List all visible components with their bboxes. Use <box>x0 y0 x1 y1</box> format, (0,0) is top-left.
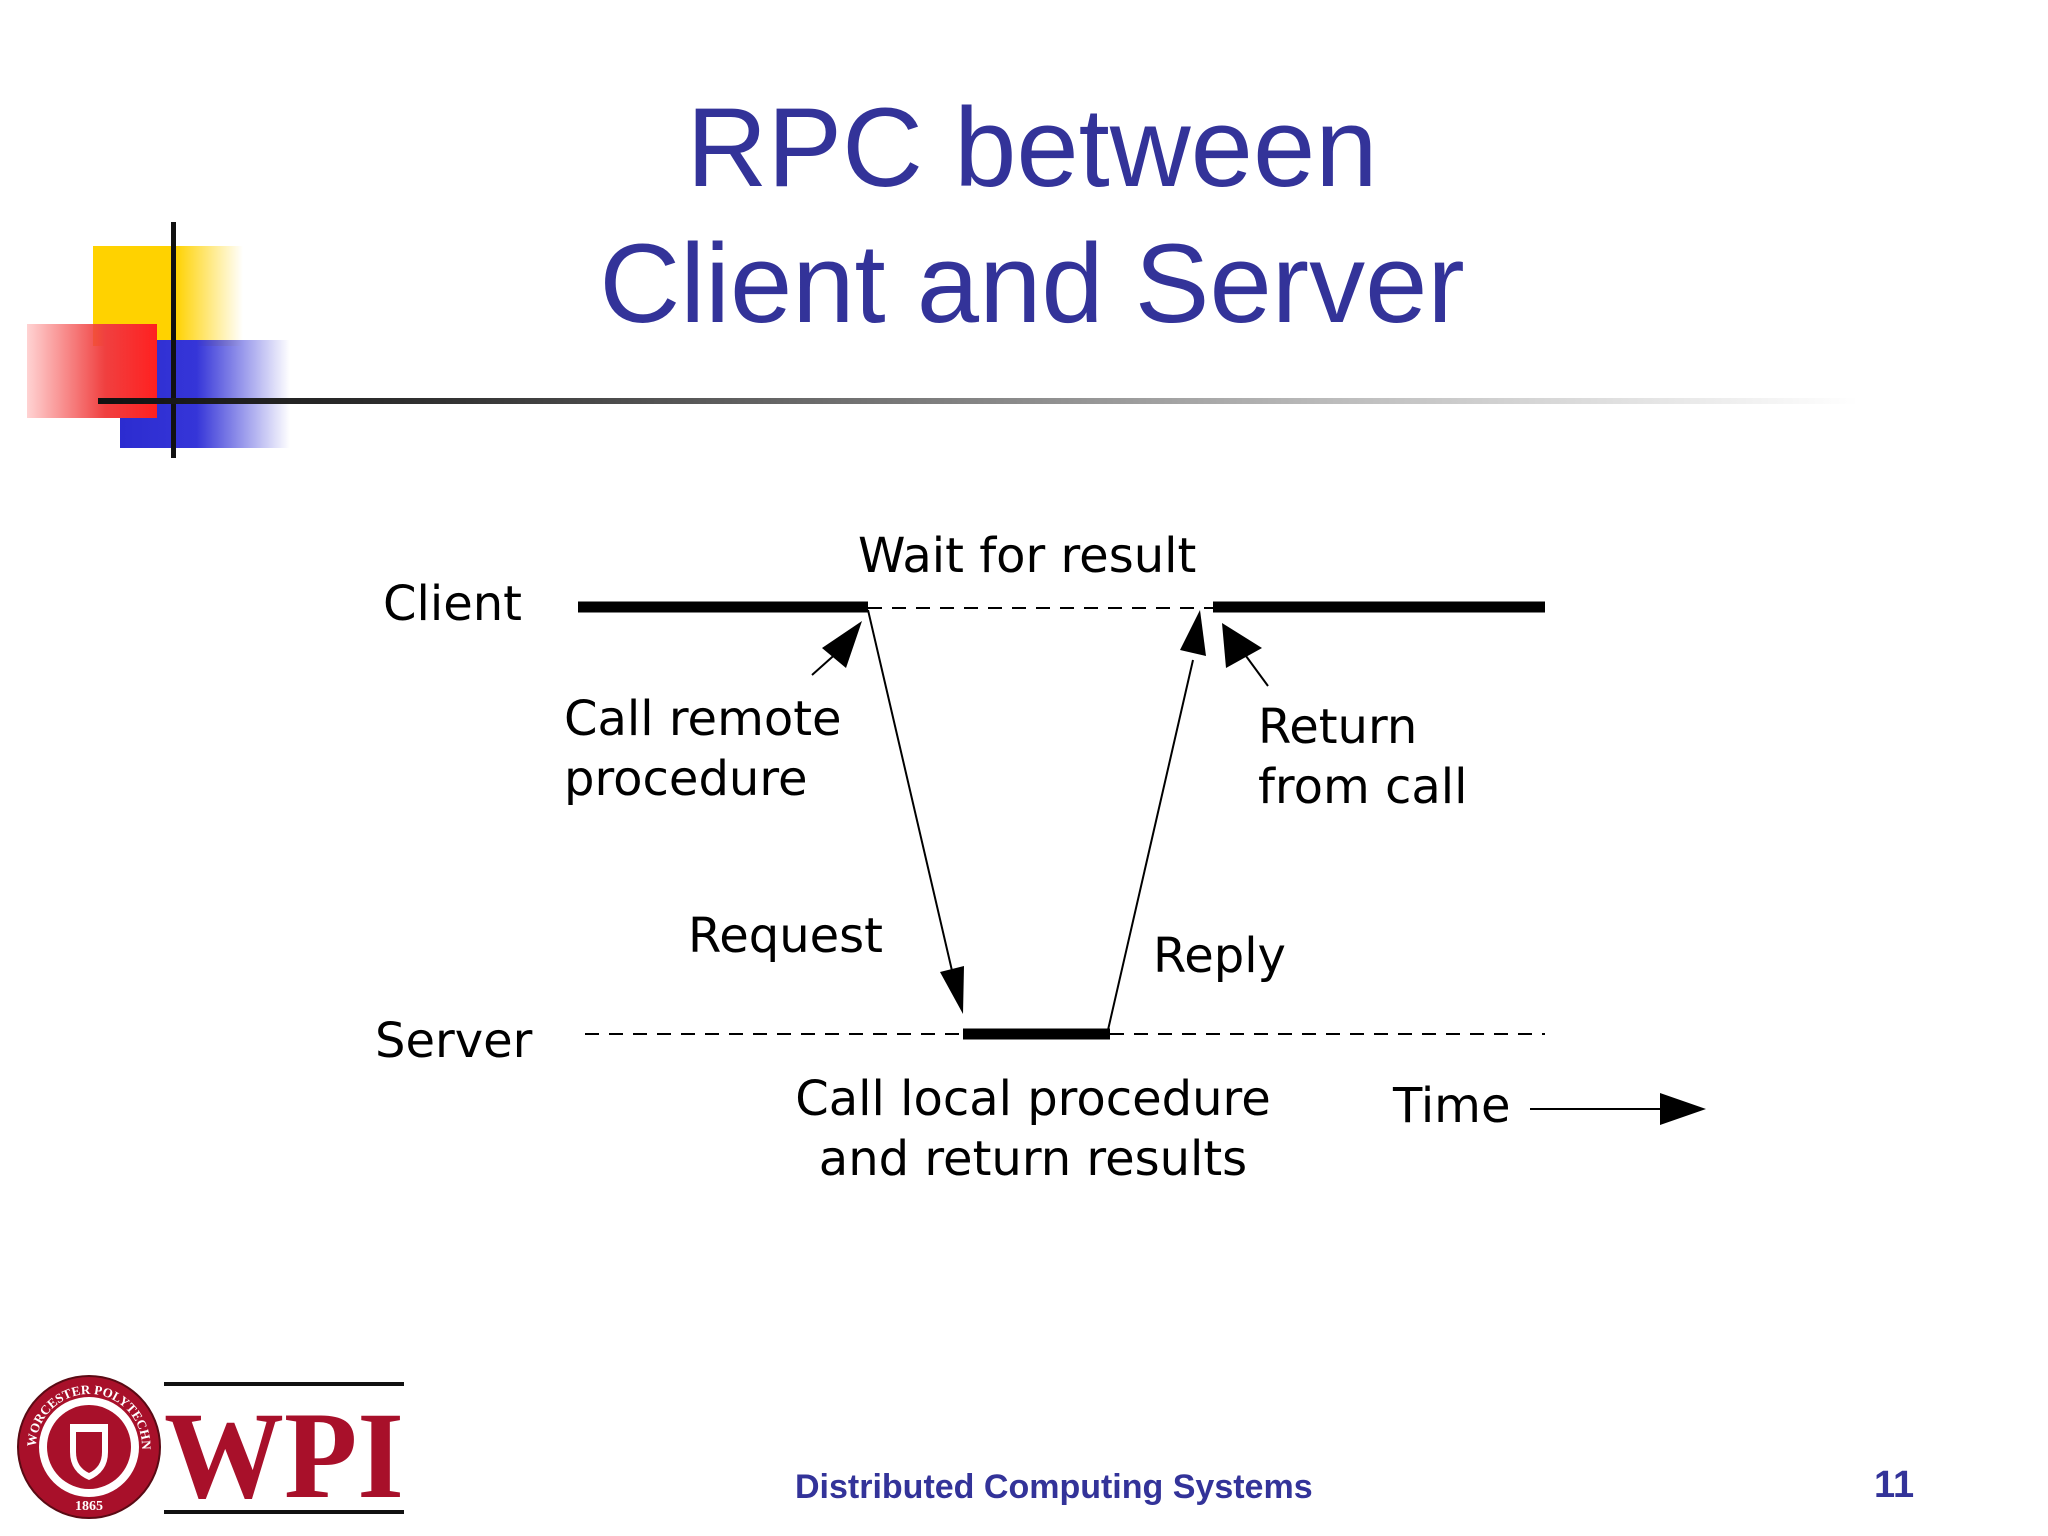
reply-arrowhead <box>1180 610 1206 656</box>
reply-arrow-line <box>1107 659 1194 1031</box>
call-local-label-line-2: and return results <box>819 1131 1247 1187</box>
call-remote-label-line-2: procedure <box>564 751 808 807</box>
return-label-line-1: Return <box>1258 699 1417 755</box>
client-label: Client <box>383 576 522 632</box>
request-arrowhead <box>940 966 964 1014</box>
slide-title-line-2: Client and Server <box>599 221 1465 346</box>
wpi-logo: WORCESTER POLYTECHNIC INSTITUTE 1865 WPI <box>14 1372 404 1522</box>
footer-course-title: Distributed Computing Systems <box>795 1468 1313 1506</box>
call-remote-label-line-1: Call remote <box>564 691 842 747</box>
decor-vertical-line <box>171 222 176 458</box>
page-number: 11 <box>1874 1464 1915 1506</box>
wpi-wordmark: WPI <box>164 1387 404 1522</box>
return-pointer-head <box>1222 623 1262 668</box>
time-label: Time <box>1392 1078 1510 1134</box>
seal-year: 1865 <box>75 1499 103 1514</box>
time-arrowhead <box>1660 1093 1706 1125</box>
return-pointer-line <box>1245 655 1269 687</box>
reply-label: Reply <box>1153 928 1286 984</box>
request-arrow-line <box>867 609 954 976</box>
slide-title-line-1: RPC between <box>686 85 1378 210</box>
seal-shield-inner <box>76 1432 102 1473</box>
title-underline <box>98 398 1858 404</box>
server-label: Server <box>375 1013 533 1069</box>
return-label-line-2: from call <box>1258 759 1467 815</box>
call-local-label-line-1: Call local procedure <box>795 1071 1271 1127</box>
request-label: Request <box>688 908 883 964</box>
call-remote-pointer-head <box>822 621 862 668</box>
wait-for-result-label: Wait for result <box>858 528 1196 584</box>
